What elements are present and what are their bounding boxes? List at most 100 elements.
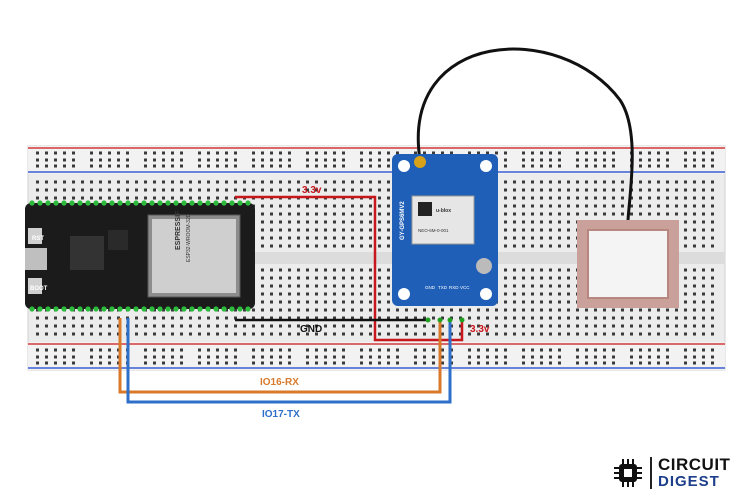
breadboard-hole xyxy=(279,236,282,240)
breadboard-hole xyxy=(441,324,444,328)
breadboard-hole xyxy=(441,332,444,336)
breadboard-hole xyxy=(522,180,525,184)
breadboard-hole xyxy=(702,300,705,304)
breadboard-hole xyxy=(549,151,552,155)
breadboard-hole xyxy=(540,228,543,232)
breadboard-hole xyxy=(270,348,273,352)
breadboard-hole xyxy=(315,188,318,192)
breadboard-hole xyxy=(513,244,516,248)
breadboard-hole xyxy=(639,324,642,328)
breadboard-hole xyxy=(153,180,156,184)
breadboard-hole xyxy=(315,316,318,320)
breadboard-hole xyxy=(189,188,192,192)
breadboard-hole xyxy=(693,316,696,320)
boot-button[interactable] xyxy=(28,278,42,294)
breadboard-hole xyxy=(63,188,66,192)
breadboard-hole xyxy=(585,204,588,208)
esp32-pin xyxy=(197,306,203,312)
breadboard-hole xyxy=(504,228,507,232)
breadboard-hole xyxy=(702,228,705,232)
breadboard-hole xyxy=(315,292,318,296)
breadboard-hole xyxy=(684,212,687,216)
breadboard-hole xyxy=(225,361,228,365)
breadboard-hole xyxy=(594,324,597,328)
breadboard-hole xyxy=(108,332,111,336)
breadboard-hole xyxy=(270,212,273,216)
breadboard-hole xyxy=(378,204,381,208)
breadboard-hole xyxy=(279,188,282,192)
breadboard-hole xyxy=(180,348,183,352)
breadboard-hole xyxy=(369,355,372,359)
breadboard-hole xyxy=(594,204,597,208)
breadboard-hole xyxy=(612,188,615,192)
breadboard-hole xyxy=(333,292,336,296)
breadboard-hole xyxy=(486,361,489,365)
breadboard-hole xyxy=(585,180,588,184)
breadboard-hole xyxy=(684,355,687,359)
breadboard-hole xyxy=(576,212,579,216)
esp32-pin xyxy=(197,200,203,206)
breadboard-hole xyxy=(396,355,399,359)
breadboard-hole xyxy=(72,355,75,359)
bottom-power-rail xyxy=(28,342,725,370)
esp32-pin xyxy=(117,200,123,206)
breadboard-hole xyxy=(369,212,372,216)
breadboard-hole xyxy=(639,316,642,320)
breadboard-hole xyxy=(36,188,39,192)
breadboard-hole xyxy=(360,236,363,240)
breadboard-hole xyxy=(693,212,696,216)
breadboard-hole xyxy=(81,188,84,192)
breadboard-hole xyxy=(567,324,570,328)
breadboard-hole xyxy=(198,355,201,359)
breadboard-hole xyxy=(666,355,669,359)
breadboard-hole xyxy=(693,324,696,328)
breadboard-hole xyxy=(198,180,201,184)
esp32-pin xyxy=(165,200,171,206)
breadboard-hole xyxy=(387,204,390,208)
breadboard-hole xyxy=(486,348,489,352)
esp32-pin xyxy=(101,200,107,206)
breadboard-hole xyxy=(567,212,570,216)
breadboard-hole xyxy=(576,332,579,336)
breadboard-hole xyxy=(558,355,561,359)
breadboard-hole xyxy=(135,324,138,328)
breadboard-hole xyxy=(504,158,507,162)
breadboard-hole xyxy=(693,158,696,162)
breadboard-hole xyxy=(684,348,687,352)
breadboard-hole xyxy=(387,212,390,216)
breadboard-hole xyxy=(252,180,255,184)
breadboard-hole xyxy=(639,180,642,184)
breadboard-hole xyxy=(396,308,399,312)
breadboard-hole xyxy=(333,348,336,352)
breadboard-hole xyxy=(171,196,174,200)
breadboard-hole xyxy=(378,158,381,162)
breadboard-hole xyxy=(441,308,444,312)
breadboard-hole xyxy=(207,196,210,200)
breadboard-hole xyxy=(540,158,543,162)
breadboard-hole xyxy=(369,268,372,272)
breadboard-hole xyxy=(252,332,255,336)
esp32-pin xyxy=(181,306,187,312)
breadboard-hole xyxy=(693,332,696,336)
breadboard-hole xyxy=(423,355,426,359)
breadboard-hole xyxy=(270,158,273,162)
breadboard-hole xyxy=(549,355,552,359)
breadboard-hole xyxy=(351,244,354,248)
breadboard-hole xyxy=(279,361,282,365)
breadboard-hole xyxy=(189,196,192,200)
breadboard-hole xyxy=(387,180,390,184)
breadboard-hole xyxy=(171,164,174,168)
breadboard-hole xyxy=(549,268,552,272)
breadboard-hole xyxy=(621,196,624,200)
breadboard-hole xyxy=(225,180,228,184)
rst-button[interactable] xyxy=(28,228,42,244)
esp32-pin xyxy=(77,200,83,206)
breadboard-hole xyxy=(612,316,615,320)
breadboard-hole xyxy=(99,196,102,200)
breadboard-hole xyxy=(531,196,534,200)
esp32-pin xyxy=(133,306,139,312)
breadboard-hole xyxy=(558,300,561,304)
breadboard-hole xyxy=(603,158,606,162)
breadboard-hole xyxy=(108,188,111,192)
breadboard-hole xyxy=(468,151,471,155)
